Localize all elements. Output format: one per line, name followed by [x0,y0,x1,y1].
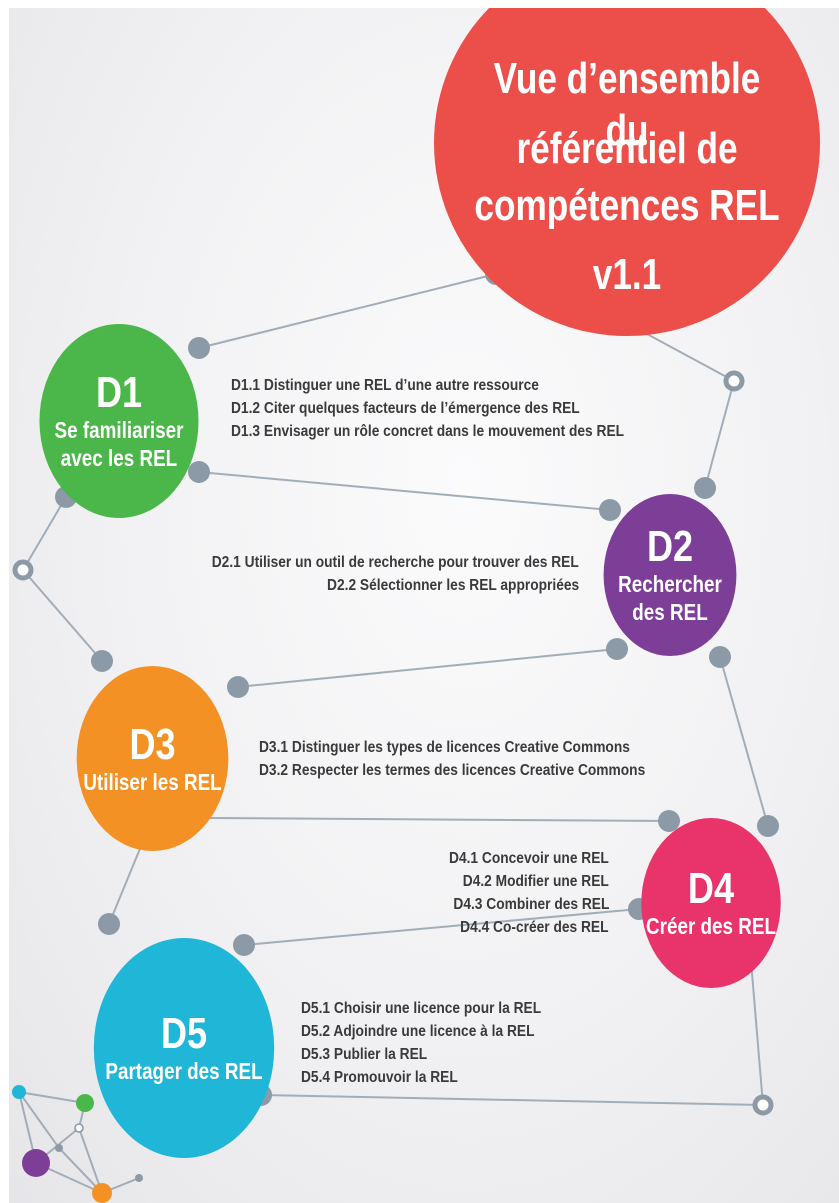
overview-poster: Vue d’ensemble du référentiel de compéte… [9,8,839,1203]
title-line: compétences REL [474,181,780,230]
domain-name: Partager des REL [105,1058,263,1084]
competence-item: D4.3 Combiner des REL [453,896,609,913]
domain-code: D5 [160,1009,208,1058]
connector-line [260,1094,764,1106]
competence-item: D1.2 Citer quelques facteurs de l’émerge… [231,400,580,417]
domain-name: Utiliser les REL [83,768,222,795]
connector-node [658,810,680,832]
connector-node [91,650,113,672]
competence-item: D5.2 Adjoindre une licence à la REL [301,1023,535,1040]
decor-dot [74,1123,84,1133]
connector-node [188,337,210,359]
connector-node [757,815,779,837]
domain-name: avec les REL [60,445,178,471]
connector-node [98,913,120,935]
connector-line [719,656,769,827]
connector-line [198,273,497,349]
domain-code: D1 [95,368,143,417]
competence-item: D4.2 Modifier une REL [462,873,609,890]
competence-item: D5.1 Choisir une licence pour la REL [301,1000,542,1017]
decor-dot [55,1144,63,1152]
domain-name: Se familiariser [54,417,184,443]
connector-line [108,838,145,925]
decor-dot [22,1149,50,1177]
competence-item: D5.4 Promouvoir la REL [301,1069,458,1086]
ring-node [752,1094,774,1116]
competence-item: D4.4 Co-créer des REL [460,919,609,936]
connector-node [606,638,628,660]
decor-dot [135,1174,143,1182]
connector-line [704,380,735,489]
ring-node [723,370,745,392]
domain-code: D3 [129,719,176,769]
competence-item: D1.3 Envisager un rôle concret dans le m… [231,423,625,440]
domain-d3-circle: D3 Utiliser les REL [76,666,229,851]
connector-line [22,569,103,662]
connector-node [227,676,249,698]
domain-name: Rechercher [618,571,722,597]
domain-d2-circle: D2 Rechercher des REL [603,494,737,656]
decor-dot [76,1094,94,1112]
competence-item: D5.3 Publier la REL [301,1046,428,1063]
domain-code: D2 [646,522,694,571]
connector-node [188,461,210,483]
competence-item: D3.1 Distinguer les types de licences Cr… [259,739,630,756]
connector-line [22,496,67,571]
ring-node [12,559,34,581]
domain-name: Créer des REL [646,913,776,939]
domain-d5-circle: D5 Partager des REL [93,938,275,1158]
decorative-network [12,1085,143,1203]
connector-line [237,648,618,688]
connector-line [243,908,640,946]
connector-node [709,646,731,668]
competence-item: D1.1 Distinguer une REL d’une autre ress… [231,377,539,394]
domain-d1-circle: D1 Se familiariser avec les REL [39,324,199,518]
decor-dot [12,1085,26,1099]
title-line: v1.1 [592,250,662,299]
domain-d4-circle: D4 Créer des REL [641,818,781,988]
title-line: référentiel de [516,124,738,173]
competence-item: D3.2 Respecter les termes des licences C… [259,762,646,779]
competence-item: D2.2 Sélectionner les REL appropriées [326,577,579,594]
title-circle [434,8,820,336]
connector-node [599,499,621,521]
connector-line [208,817,670,822]
competence-item: D2.1 Utiliser un outil de recherche pour… [211,554,579,571]
connector-node [694,477,716,499]
domain-name: des REL [632,599,708,625]
connector-line [198,471,611,511]
title-line: Vue d’ensemble du [493,54,761,155]
decor-dot [92,1183,112,1203]
connector-node [233,934,255,956]
domain-code: D4 [687,864,735,913]
competence-item: D4.1 Concevoir une REL [449,850,609,867]
